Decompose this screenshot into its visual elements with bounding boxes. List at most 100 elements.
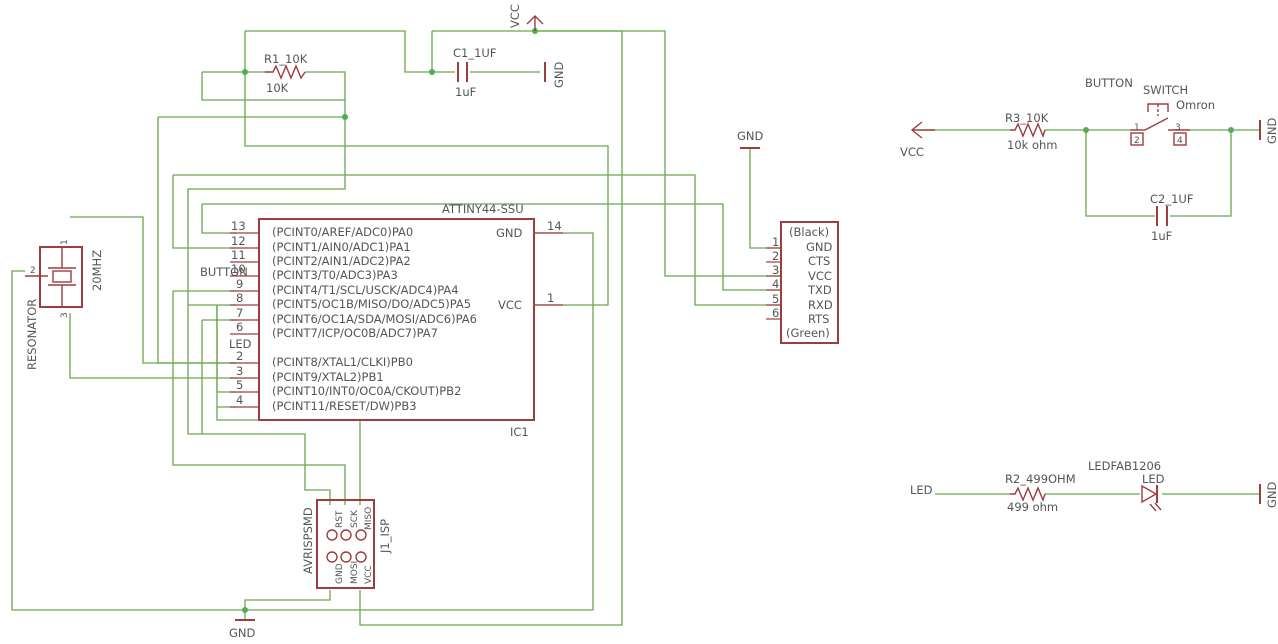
- ic-vcc-label: VCC: [498, 298, 522, 312]
- gnd-ftdi-label: GND: [737, 129, 764, 143]
- ic-pin-num: 2: [236, 349, 243, 363]
- gnd-right-2-label: GND: [1265, 481, 1278, 508]
- switch-value: Omron: [1176, 98, 1215, 112]
- ic-pin-name: (PCINT2/AIN1/ADC2)PA2: [272, 254, 411, 268]
- ic-pin-name: (PCINT0/AREF/ADC0)PA0: [272, 225, 413, 239]
- gnd-bottom-label: GND: [229, 626, 256, 640]
- resonator-value: 20MHZ: [90, 250, 104, 291]
- led-part: LEDFAB1206: [1088, 459, 1161, 473]
- isp-pin-label: RST: [335, 510, 345, 528]
- ftdi-pin-num: 2: [772, 249, 779, 263]
- isp-pin-label: MISO: [364, 507, 374, 530]
- led-name: LED: [1142, 472, 1165, 486]
- ic-pin-name: (PCINT11/RESET/DW)PB3: [272, 399, 417, 413]
- isp-header: RST SCK MISO GND MOSI VCC AVRISPSMD J1_I…: [301, 499, 392, 589]
- r1-resistor: R1_10K 10K: [264, 52, 308, 95]
- ic-pin-num: 4: [236, 393, 243, 407]
- button-circuit: VCC R3_10K 10k ohm BUTTON 1 2 3 4 SWITCH…: [900, 76, 1278, 243]
- gnd-symbol-c1: GND: [544, 61, 566, 88]
- r2-name: R2_499OHM: [1005, 472, 1076, 486]
- ic-pin-name: (PCINT4/T1/SCL/USCK/ADC4)PA4: [272, 283, 459, 297]
- ftdi-pin-num: 6: [772, 306, 779, 320]
- c1-name: C1_1UF: [453, 46, 496, 60]
- ic-pin-num: 5: [236, 378, 243, 392]
- ic-pin-num: 3: [236, 364, 243, 378]
- ic-pin-name: (PCINT10/INT0/OC0A/CKOUT)PB2: [272, 384, 461, 398]
- r1-name: R1_10K: [264, 52, 308, 66]
- gnd-right-1-label: GND: [1265, 117, 1278, 144]
- ic-right-pins: 14 1 GND VCC: [496, 219, 563, 312]
- ic-attiny44: ATTINY44-SSU IC1 13 12 11 10 9 8 7 6 2 3: [230, 202, 563, 439]
- r2-value: 499 ohm: [1007, 500, 1058, 514]
- vcc-right-label: VCC: [900, 145, 924, 159]
- led-diode: LEDFAB1206 LED: [1088, 459, 1165, 512]
- switch: 1 2 3 4 SWITCH Omron: [1130, 83, 1215, 146]
- ic-pin-num: 14: [547, 219, 562, 233]
- resonator-pin: 1: [60, 239, 70, 245]
- isp-pin-label: MOSI: [350, 561, 360, 584]
- r2-resistor: R2_499OHM 499 ohm: [1005, 472, 1076, 514]
- c2-value: 1uF: [1151, 229, 1172, 243]
- led-circuit: LED R2_499OHM 499 ohm LEDFAB1206 LED GND: [910, 459, 1278, 514]
- ic-pin-name: (PCINT3/T0/ADC3)PA3: [272, 268, 398, 282]
- ftdi-pin-name: RXD: [808, 298, 833, 312]
- ic-pin-num: 13: [231, 219, 246, 233]
- gnd-symbol-ftdi: GND: [737, 129, 764, 149]
- ftdi-pin-num: 1: [772, 235, 779, 249]
- ic-pin-name: (PCINT7/ICP/OC0B/ADC7)PA7: [272, 326, 438, 340]
- switch-pin: 2: [1134, 136, 1140, 146]
- net-label-led: LED: [229, 337, 252, 351]
- vcc-top-label: VCC: [508, 4, 522, 28]
- ftdi-top-label: (Black): [789, 225, 829, 239]
- gnd-symbol-right-2: GND: [1259, 481, 1278, 508]
- gnd-symbol-right-1: GND: [1259, 117, 1278, 144]
- ic-pin-num: 6: [236, 320, 243, 334]
- r3-name: R3_10K: [1005, 111, 1049, 125]
- r1-value: 10K: [266, 81, 289, 95]
- r3-resistor: R3_10K 10k ohm: [1005, 111, 1057, 152]
- ic-pin-name: (PCINT5/OC1B/MISO/DO/ADC5)PA5: [272, 297, 471, 311]
- vcc-top-symbol: VCC: [508, 4, 544, 31]
- ic-part-label: ATTINY44-SSU: [442, 202, 524, 216]
- switch-name: SWITCH: [1143, 83, 1188, 97]
- gnd-symbol-bottom: GND: [229, 619, 256, 640]
- gnd-c1-label: GND: [552, 61, 566, 88]
- ftdi-header: (Black) (Green) 1 2 3 4 5 6 GND CTS VCC …: [766, 221, 839, 344]
- switch-pin: 1: [1134, 123, 1140, 133]
- isp-pin-label: VCC: [364, 565, 374, 584]
- button-title: BUTTON: [1085, 76, 1133, 90]
- isp-pin-label: SCK: [350, 509, 360, 528]
- r3-value: 10k ohm: [1007, 138, 1057, 152]
- switch-pin: 3: [1175, 123, 1181, 133]
- resonator: 1 2 3 20MHZ RESONATOR: [25, 239, 104, 370]
- ic-ref-label: IC1: [510, 425, 529, 439]
- isp-ref: J1_ISP: [378, 519, 392, 554]
- ic-left-pins: 13 12 11 10 9 8 7 6 2 3 5 4 (PCINT0/AREF…: [230, 219, 477, 413]
- c1-capacitor: C1_1UF 1uF: [453, 46, 496, 99]
- ftdi-pin-name: RTS: [808, 312, 829, 326]
- resonator-name: RESONATOR: [25, 299, 39, 370]
- ftdi-pin-name: TXD: [807, 283, 832, 297]
- net-label-button: BUTTON: [200, 265, 248, 279]
- ic-pin-name: (PCINT9/XTAL2)PB1: [272, 370, 384, 384]
- ic-gnd-label: GND: [496, 226, 523, 240]
- resonator-pin: 2: [30, 266, 36, 276]
- resonator-pin: 3: [60, 312, 70, 318]
- ic-pin-num: 1: [547, 291, 554, 305]
- isp-pin-label: GND: [335, 563, 345, 584]
- ic-pin-num: 10: [231, 262, 246, 276]
- ic-pin-name: (PCINT6/OC1A/SDA/MOSI/ADC6)PA6: [272, 312, 477, 326]
- ftdi-bottom-label: (Green): [786, 326, 830, 340]
- ftdi-pin-name: CTS: [808, 254, 830, 268]
- ic-pin-num: 8: [236, 291, 243, 305]
- c2-name: C2_1UF: [1150, 192, 1193, 206]
- ic-pin-num: 11: [231, 248, 246, 262]
- c2-capacitor: C2_1UF 1uF: [1150, 192, 1193, 243]
- isp-name: AVRISPSMD: [301, 507, 315, 574]
- junctions: [242, 28, 1234, 613]
- ic-pin-name: (PCINT8/XTAL1/CLKI)PB0: [272, 355, 413, 369]
- ftdi-pin-name: GND: [806, 240, 833, 254]
- ic-pin-num: 9: [236, 277, 243, 291]
- ic-pin-num: 12: [231, 234, 246, 248]
